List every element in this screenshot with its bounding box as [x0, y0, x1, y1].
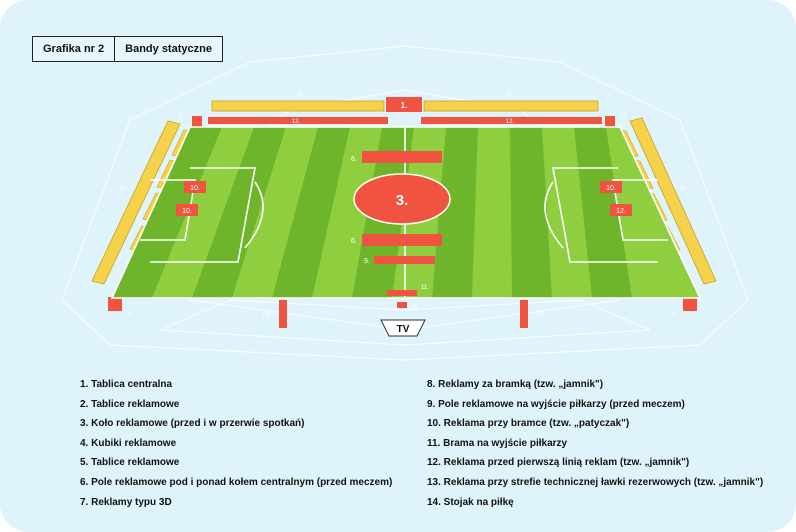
ball-stand [397, 302, 407, 308]
cube-top-left [192, 116, 202, 127]
label-12-top-right: 12. [506, 119, 515, 125]
label-12-top-left: 12. [292, 119, 301, 125]
label-9: 9. [364, 258, 370, 265]
label-4-br: 4. [672, 311, 677, 317]
tv-camera-marker [380, 319, 426, 337]
label-5-right: 5. [680, 185, 686, 192]
side-board-right [629, 117, 717, 285]
center-ad-circle [353, 173, 451, 225]
label-5-left: 5. [120, 185, 126, 192]
ad-field-below-circle [362, 234, 442, 246]
legend-item: 13. Reklama przy strefie technicznej ław… [427, 476, 764, 488]
legend-item: 3. Koło reklamowe (przed i w przerwie sp… [80, 418, 305, 430]
top-board-right [423, 100, 599, 112]
legend-item: 9. Pole reklamowe na wyjście piłkarzy (p… [427, 398, 685, 410]
legend-item: 12. Reklama przed pierwszą linią reklam … [427, 457, 690, 469]
cube-bottom-left [108, 297, 122, 311]
legend-item: 4. Kubiki reklamowe [80, 437, 177, 449]
label-14: 14. [411, 304, 420, 310]
ad-field-above-circle [362, 151, 442, 163]
central-board [386, 97, 422, 112]
players-gate [387, 290, 417, 296]
header-box: Grafika nr 2 Bandy statyczne [32, 36, 223, 62]
label-11: 11. [421, 285, 429, 291]
patyczak-left-2 [176, 204, 198, 216]
label-13-right: 13. [536, 312, 545, 318]
legend-right: 8. Reklamy za bramką (tzw. „jamnik") 9. … [427, 375, 763, 512]
legend-item: 10. Reklama przy bramce (tzw. „patyczak"… [427, 418, 630, 430]
legend-item: 2. Tablice reklamowe [80, 398, 180, 410]
legend-item: 8. Reklamy za bramką (tzw. „jamnik") [427, 379, 604, 390]
cube-bottom-right [683, 297, 697, 311]
legend-item: 7. Reklamy typu 3D [80, 496, 172, 508]
bench-jamnik-right [520, 300, 528, 328]
graphic-title: Bandy statyczne [114, 37, 222, 61]
label-6-top: 6. [351, 156, 357, 163]
label-2-right: 2. [507, 91, 513, 98]
label-6-bottom: 6. [351, 238, 357, 245]
label-4-tl: 4. [179, 115, 184, 121]
label-13-left: 13. [262, 312, 271, 318]
legend-item: 1. Tablica centralna [80, 379, 173, 390]
label-10-right: 10. [606, 185, 616, 192]
patyczak-left-1 [184, 181, 206, 193]
graphic-number-label: Grafika nr 2 [43, 43, 105, 55]
players-exit-field [374, 256, 435, 264]
cube-top-right [605, 116, 615, 127]
label-3: 3. [396, 192, 409, 209]
legend-item: 6. Pole reklamowe pod i ponad kołem cent… [80, 476, 393, 488]
label-10-left: 10. [190, 185, 200, 192]
legend-item: 11. Brama na wyjście piłkarzy [427, 437, 568, 449]
label-1: 1. [401, 101, 408, 110]
label-4-bl: 4. [127, 311, 132, 317]
patyczak-right-1 [600, 181, 622, 193]
top-board-left [211, 100, 385, 112]
label-12-right: 12. [616, 208, 626, 215]
label-10-left-2: 10. [182, 208, 192, 215]
pitch-lines [110, 126, 702, 299]
bench-jamnik-left [279, 300, 287, 328]
jamnik-top-left [208, 117, 388, 124]
patyczak-right-2 [610, 204, 632, 216]
label-4-tr: 4. [622, 115, 627, 121]
side-board-left [91, 120, 181, 285]
legend-item: 14. Stojak na piłkę [427, 496, 514, 508]
legend-left: 1. Tablica centralna 2. Tablice reklamow… [80, 375, 392, 512]
tv-label: TV [397, 324, 410, 335]
label-2-left: 2. [297, 91, 303, 98]
legend-item: 5. Tablice reklamowe [80, 457, 180, 469]
jamnik-top-right [421, 117, 602, 124]
